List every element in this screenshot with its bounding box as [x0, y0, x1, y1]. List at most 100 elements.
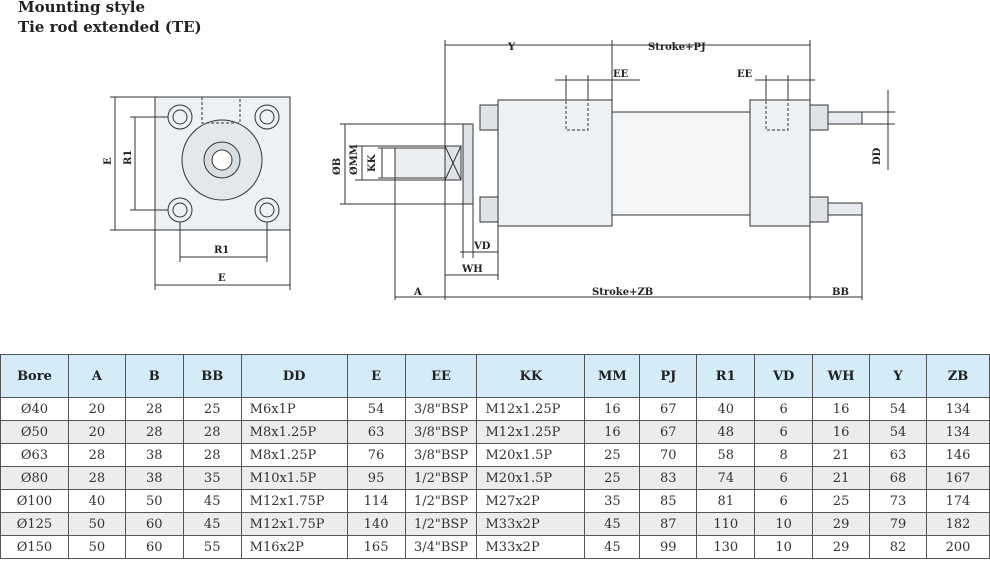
cell-b: 28: [124, 420, 184, 444]
cell-r1: 40: [696, 397, 756, 421]
cell-wh: 16: [812, 420, 871, 444]
cell-dd: M10x1.5P: [240, 466, 348, 490]
dim-stroke-zb: Stroke+ZB: [592, 287, 653, 298]
cell-a: 20: [67, 420, 126, 444]
cell-bore: Ø125: [0, 512, 69, 536]
cell-wh: 21: [812, 466, 871, 490]
cell-b: 38: [124, 466, 184, 490]
dim-ee-front: EE: [613, 69, 629, 80]
column-header-ee: EE: [404, 354, 478, 398]
column-header-b: B: [124, 354, 184, 398]
cell-y: 54: [869, 397, 927, 421]
cell-vd: 6: [754, 489, 814, 513]
dim-e-vertical: E: [103, 157, 114, 165]
cell-a: 28: [67, 443, 126, 467]
column-header-a: A: [67, 354, 126, 398]
cell-zb: 167: [925, 466, 990, 490]
cell-y: 73: [869, 489, 927, 513]
cell-dd: M16x2P: [240, 535, 348, 559]
cell-mm: 25: [584, 466, 641, 490]
cell-e: 76: [346, 443, 406, 467]
cell-ee: 3/4"BSP: [404, 535, 478, 559]
dim-e-horizontal: E: [218, 273, 226, 284]
cell-vd: 6: [754, 397, 814, 421]
cell-dd: M12x1.75P: [240, 512, 348, 536]
cell-e: 54: [346, 397, 406, 421]
dim-kk: KK: [367, 154, 378, 172]
cell-bb: 25: [182, 397, 242, 421]
cell-b: 60: [124, 535, 184, 559]
cell-vd: 10: [754, 512, 814, 536]
cell-mm: 25: [584, 443, 641, 467]
cell-mm: 16: [584, 420, 641, 444]
cell-bore: Ø100: [0, 489, 69, 513]
dim-y: Y: [507, 42, 516, 53]
cell-kk: M33x2P: [476, 535, 586, 559]
column-header-vd: VD: [754, 354, 814, 398]
cell-r1: 110: [696, 512, 756, 536]
cell-mm: 35: [584, 489, 641, 513]
cell-vd: 6: [754, 420, 814, 444]
cell-e: 95: [346, 466, 406, 490]
cell-y: 63: [869, 443, 927, 467]
cylinder-drawing: E R1 R1 E Y Stroke: [103, 40, 895, 300]
cell-r1: 74: [696, 466, 756, 490]
column-header-dd: DD: [240, 354, 348, 398]
cell-bore: Ø50: [0, 420, 69, 444]
cell-r1: 130: [696, 535, 756, 559]
cell-wh: 21: [812, 443, 871, 467]
dim-vd: VD: [473, 241, 491, 252]
cell-bore: Ø80: [0, 466, 69, 490]
dim-a: A: [413, 287, 422, 298]
cell-y: 79: [869, 512, 927, 536]
cell-bb: 35: [182, 466, 242, 490]
cell-r1: 81: [696, 489, 756, 513]
side-view: [340, 40, 895, 300]
cell-a: 28: [67, 466, 126, 490]
cell-zb: 146: [925, 443, 990, 467]
cell-y: 82: [869, 535, 927, 559]
cell-b: 50: [124, 489, 184, 513]
cell-y: 54: [869, 420, 927, 444]
cell-y: 68: [869, 466, 927, 490]
cell-r1: 58: [696, 443, 756, 467]
cell-pj: 85: [639, 489, 698, 513]
cell-kk: M12x1.25P: [476, 397, 586, 421]
cell-ee: 1/2"BSP: [404, 489, 478, 513]
cell-e: 165: [346, 535, 406, 559]
cell-wh: 16: [812, 397, 871, 421]
dim-r1-horizontal: R1: [214, 245, 229, 256]
cell-ee: 3/8"BSP: [404, 420, 478, 444]
front-view: [110, 96, 291, 290]
mounting-style-heading: Mounting style: [18, 0, 145, 16]
cell-e: 114: [346, 489, 406, 513]
dim-wh: WH: [461, 264, 483, 275]
cell-bb: 45: [182, 489, 242, 513]
cell-pj: 83: [639, 466, 698, 490]
cell-kk: M27x2P: [476, 489, 586, 513]
column-header-mm: MM: [584, 354, 641, 398]
cell-kk: M33x2P: [476, 512, 586, 536]
dim-ee-rear: EE: [737, 69, 753, 80]
cell-ee: 1/2"BSP: [404, 512, 478, 536]
cell-a: 20: [67, 397, 126, 421]
cell-zb: 200: [925, 535, 990, 559]
cell-vd: 10: [754, 535, 814, 559]
cell-b: 28: [124, 397, 184, 421]
cell-bb: 28: [182, 443, 242, 467]
cell-kk: M20x1.5P: [476, 443, 586, 467]
cell-mm: 16: [584, 397, 641, 421]
dim-ob: ØB: [332, 158, 343, 175]
cell-a: 50: [67, 512, 126, 536]
cell-bb: 55: [182, 535, 242, 559]
cell-bb: 45: [182, 512, 242, 536]
cell-ee: 3/8"BSP: [404, 397, 478, 421]
cell-a: 40: [67, 489, 126, 513]
column-header-kk: KK: [476, 354, 586, 398]
